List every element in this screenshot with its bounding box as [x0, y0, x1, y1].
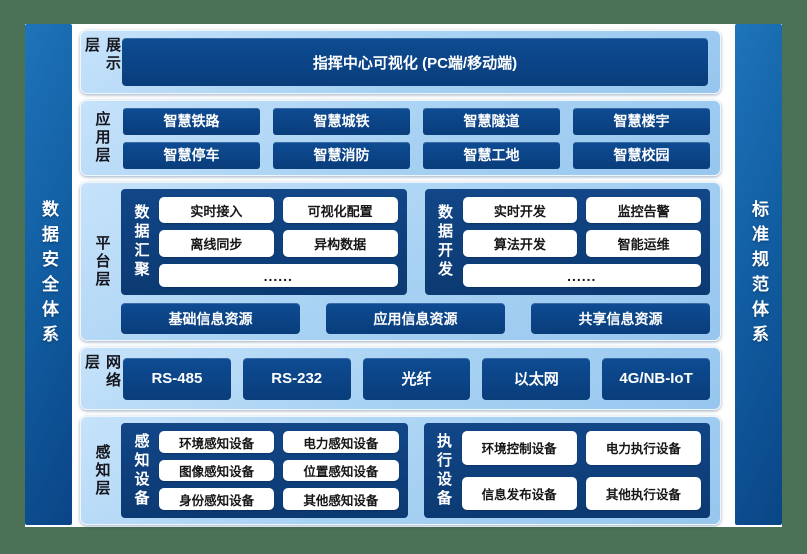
execution-devices-grid: 环境控制设备 电力执行设备 信息发布设备 其他执行设备: [461, 431, 701, 510]
app-box-smart-parking: 智慧停车: [123, 141, 260, 169]
network-layer-label: 网络层: [83, 354, 121, 391]
network-layer-panel: 网络层 RS-485 RS-232 光纤 以太网 4G/NB-IoT: [80, 347, 721, 411]
box-identity-sensing: 身份感知设备: [159, 488, 275, 510]
app-box-smart-campus: 智慧校园: [573, 141, 710, 169]
standards-system-bar: 标准规范体系: [735, 24, 782, 525]
box-application-info-resources: 应用信息资源: [326, 303, 505, 335]
box-location-sensing: 位置感知设备: [283, 459, 399, 482]
app-box-smart-railway: 智慧铁路: [123, 107, 260, 135]
box-environment-control: 环境控制设备: [461, 431, 577, 465]
box-info-publishing: 信息发布设备: [461, 476, 577, 510]
data-aggregation-more-box: ......: [159, 263, 398, 288]
perception-content: 感知设备 环境感知设备 电力感知设备 图像感知设备 位置感知设备 身份感知设备 …: [121, 423, 710, 518]
perception-layer-panel: 感知层 感知设备 环境感知设备 电力感知设备 图像感知设备 位置感知设备 身份感…: [80, 416, 721, 525]
box-other-execution: 其他执行设备: [585, 476, 701, 510]
data-aggregation-group: 数据汇聚 实时接入 可视化配置 离线同步 异构数据 ......: [121, 189, 407, 296]
display-layer-panel: 展示层 指挥中心可视化 (PC端/移动端): [80, 30, 721, 94]
box-heterogeneous-data: 异构数据: [282, 230, 398, 257]
platform-content: 数据汇聚 实时接入 可视化配置 离线同步 异构数据 ...... 数据开发 实时…: [121, 189, 710, 335]
app-box-smart-building: 智慧楼宇: [573, 107, 710, 135]
box-monitoring-alert: 监控告警: [586, 197, 701, 224]
data-development-label: 数据开发: [436, 204, 453, 281]
data-aggregation-label: 数据汇聚: [132, 204, 150, 281]
execution-devices-group: 执行设备 环境控制设备 电力执行设备 信息发布设备 其他执行设备: [423, 423, 710, 518]
layers-column: 展示层 指挥中心可视化 (PC端/移动端) 应用层 智慧铁路 智慧城铁 智慧隧道…: [80, 30, 721, 525]
data-development-more-box: ......: [462, 263, 701, 288]
box-ethernet: 以太网: [482, 357, 591, 400]
box-rs232: RS-232: [242, 357, 351, 400]
box-rs485: RS-485: [123, 357, 231, 400]
box-basic-info-resources: 基础信息资源: [121, 303, 300, 335]
data-development-group: 数据开发 实时开发 监控告警 算法开发 智能运维 ......: [424, 189, 710, 296]
box-image-sensing: 图像感知设备: [159, 459, 275, 482]
data-security-system-bar: 数据安全体系: [25, 24, 72, 525]
platform-layer-label: 平台层: [93, 234, 111, 289]
sensing-devices-group: 感知设备 环境感知设备 电力感知设备 图像感知设备 位置感知设备 身份感知设备 …: [121, 423, 408, 518]
box-realtime-access: 实时接入: [159, 197, 274, 224]
box-4g-nbiot: 4G/NB-IoT: [602, 357, 710, 400]
box-optical-fiber: 光纤: [362, 357, 471, 400]
resources-row: 基础信息资源 应用信息资源 共享信息资源: [121, 303, 710, 335]
execution-devices-label: 执行设备: [435, 432, 452, 509]
app-box-smart-worksite: 智慧工地: [423, 141, 560, 169]
sensing-devices-label: 感知设备: [132, 432, 150, 509]
diagram-frame: 数据安全体系 展示层 指挥中心可视化 (PC端/移动端) 应用层 智慧铁路 智慧…: [25, 24, 782, 527]
display-layer-label: 展示层: [83, 37, 121, 73]
data-aggregation-grid: 实时接入 可视化配置 离线同步 异构数据 ......: [159, 197, 398, 288]
platform-layer-panel: 平台层 数据汇聚 实时接入 可视化配置 离线同步 异构数据 ......: [80, 182, 721, 342]
sensing-devices-grid: 环境感知设备 电力感知设备 图像感知设备 位置感知设备 身份感知设备 其他感知设…: [159, 431, 399, 510]
data-security-system-label: 数据安全体系: [39, 199, 58, 350]
application-layer-label: 应用层: [93, 111, 111, 165]
box-offline-sync: 离线同步: [159, 230, 274, 257]
box-realtime-development: 实时开发: [462, 197, 578, 224]
box-environment-sensing: 环境感知设备: [159, 431, 275, 453]
network-row: RS-485 RS-232 光纤 以太网 4G/NB-IoT: [123, 357, 710, 400]
box-other-sensing: 其他感知设备: [283, 488, 399, 510]
standards-system-label: 标准规范体系: [749, 199, 768, 350]
box-algorithm-development: 算法开发: [462, 230, 578, 257]
app-box-smart-metro: 智慧城铁: [273, 107, 410, 135]
application-grid: 智慧铁路 智慧城铁 智慧隧道 智慧楼宇 智慧停车 智慧消防 智慧工地 智慧校园: [123, 107, 710, 169]
box-power-sensing: 电力感知设备: [283, 431, 399, 453]
platform-groups-row: 数据汇聚 实时接入 可视化配置 离线同步 异构数据 ...... 数据开发 实时…: [121, 189, 710, 296]
command-center-visualization-box: 指挥中心可视化 (PC端/移动端): [122, 38, 708, 86]
app-box-smart-tunnel: 智慧隧道: [423, 107, 560, 135]
application-layer-panel: 应用层 智慧铁路 智慧城铁 智慧隧道 智慧楼宇 智慧停车 智慧消防 智慧工地 智…: [80, 100, 721, 176]
data-development-grid: 实时开发 监控告警 算法开发 智能运维 ......: [462, 197, 701, 288]
app-box-smart-firefighting: 智慧消防: [273, 141, 410, 169]
box-shared-info-resources: 共享信息资源: [531, 303, 710, 335]
perception-layer-label: 感知层: [93, 443, 111, 498]
box-power-execution: 电力执行设备: [585, 431, 701, 465]
box-intelligent-ops: 智能运维: [586, 230, 701, 257]
box-visual-config: 可视化配置: [282, 197, 398, 224]
